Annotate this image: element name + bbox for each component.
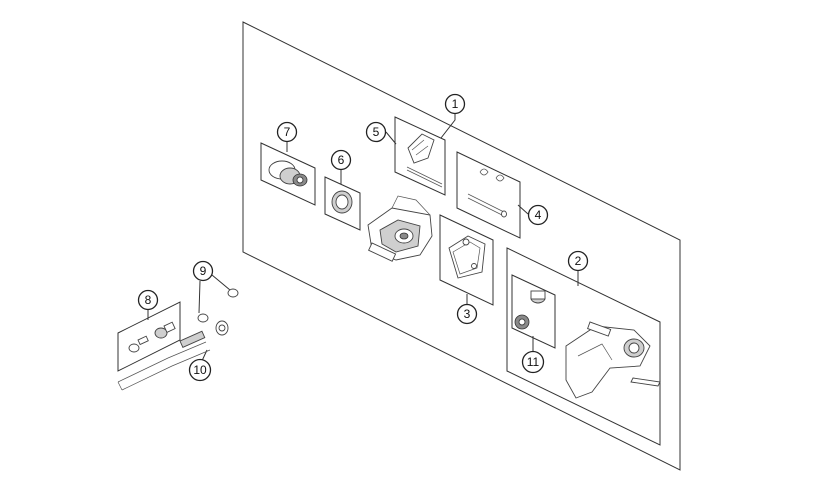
callout-6-label: 6 xyxy=(338,153,345,167)
o-rings-part xyxy=(197,288,239,323)
banjo-fittings-part xyxy=(128,321,176,353)
callout-9: 9 xyxy=(192,260,214,282)
callout-5: 5 xyxy=(365,121,387,143)
panel-banjo-fittings xyxy=(117,301,181,372)
callout-10-label: 10 xyxy=(193,363,207,377)
brake-line-part xyxy=(117,320,229,391)
callout-4: 4 xyxy=(527,204,549,226)
seal-part xyxy=(331,190,353,214)
callout-7: 7 xyxy=(276,121,298,143)
callout-4-label: 4 xyxy=(535,208,542,222)
callout-8-label: 8 xyxy=(145,293,152,307)
callout-7-label: 7 xyxy=(284,125,291,139)
bushings-part xyxy=(514,290,546,330)
callout-11: 11 xyxy=(521,350,545,374)
caliper-body-part xyxy=(367,195,433,262)
callout-1-label: 1 xyxy=(452,97,459,111)
callout-2-label: 2 xyxy=(575,254,582,268)
callout-5-label: 5 xyxy=(373,125,380,139)
brake-pads-part xyxy=(448,235,486,279)
caliper-support-part xyxy=(565,321,661,399)
callout-6: 6 xyxy=(330,149,352,171)
leader-lines xyxy=(147,114,579,364)
callout-3: 3 xyxy=(456,303,478,325)
callout-1: 1 xyxy=(444,93,466,115)
callout-11-label: 11 xyxy=(527,355,540,369)
pad-spring-part xyxy=(406,133,443,188)
callout-8: 8 xyxy=(137,289,159,311)
piston-part xyxy=(268,160,308,187)
callout-9-label: 9 xyxy=(200,264,207,278)
callout-2: 2 xyxy=(567,250,589,272)
pins-part xyxy=(467,168,507,218)
callout-10: 10 xyxy=(188,358,212,382)
callout-3-label: 3 xyxy=(464,307,471,321)
